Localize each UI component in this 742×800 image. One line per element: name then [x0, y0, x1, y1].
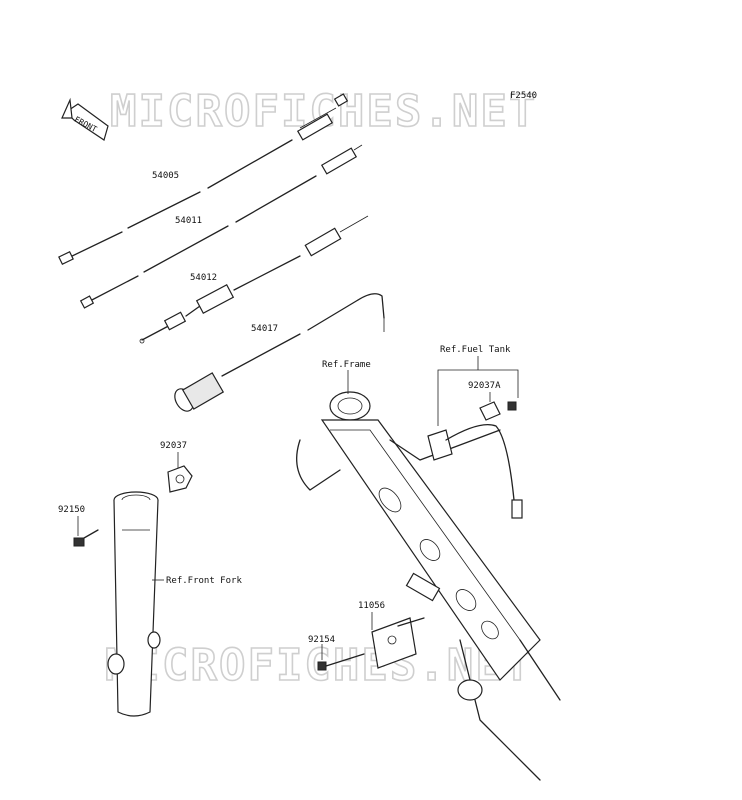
cable-54011[interactable] [79, 144, 363, 309]
clamp-92037A[interactable] [479, 401, 517, 421]
ref-fuel-tank: Ref.Fuel Tank [440, 345, 511, 355]
part-label-54011: 54011 [175, 216, 202, 226]
cable-54017[interactable] [171, 293, 385, 415]
cable-54005[interactable] [58, 93, 349, 266]
cable-54012[interactable] [139, 215, 369, 344]
part-label-54005: 54005 [152, 171, 179, 181]
ref-frame: Ref.Frame [322, 360, 371, 370]
front-fork [107, 491, 161, 717]
part-label-92037: 92037 [160, 441, 187, 451]
collar-11056[interactable] [371, 617, 425, 669]
part-label-92037A: 92037A [468, 381, 501, 391]
part-label-92150: 92150 [58, 505, 85, 515]
bolt-92154[interactable] [317, 653, 365, 671]
part-label-11056: 11056 [358, 601, 385, 611]
clamp-92037[interactable] [167, 465, 193, 493]
bolt-92150[interactable] [73, 529, 99, 547]
frame [296, 391, 561, 781]
part-label-92154: 92154 [308, 635, 335, 645]
part-label-54012: 54012 [190, 273, 217, 283]
watermark-top: MICROFICHES.NET [110, 86, 537, 137]
diagram-code: F2540 [510, 91, 537, 101]
ref-front-fork: Ref.Front Fork [166, 576, 242, 586]
fuel-tank-mount [427, 423, 523, 519]
front-arrow-icon: FRONT [61, 97, 109, 141]
part-label-54017: 54017 [251, 324, 278, 334]
